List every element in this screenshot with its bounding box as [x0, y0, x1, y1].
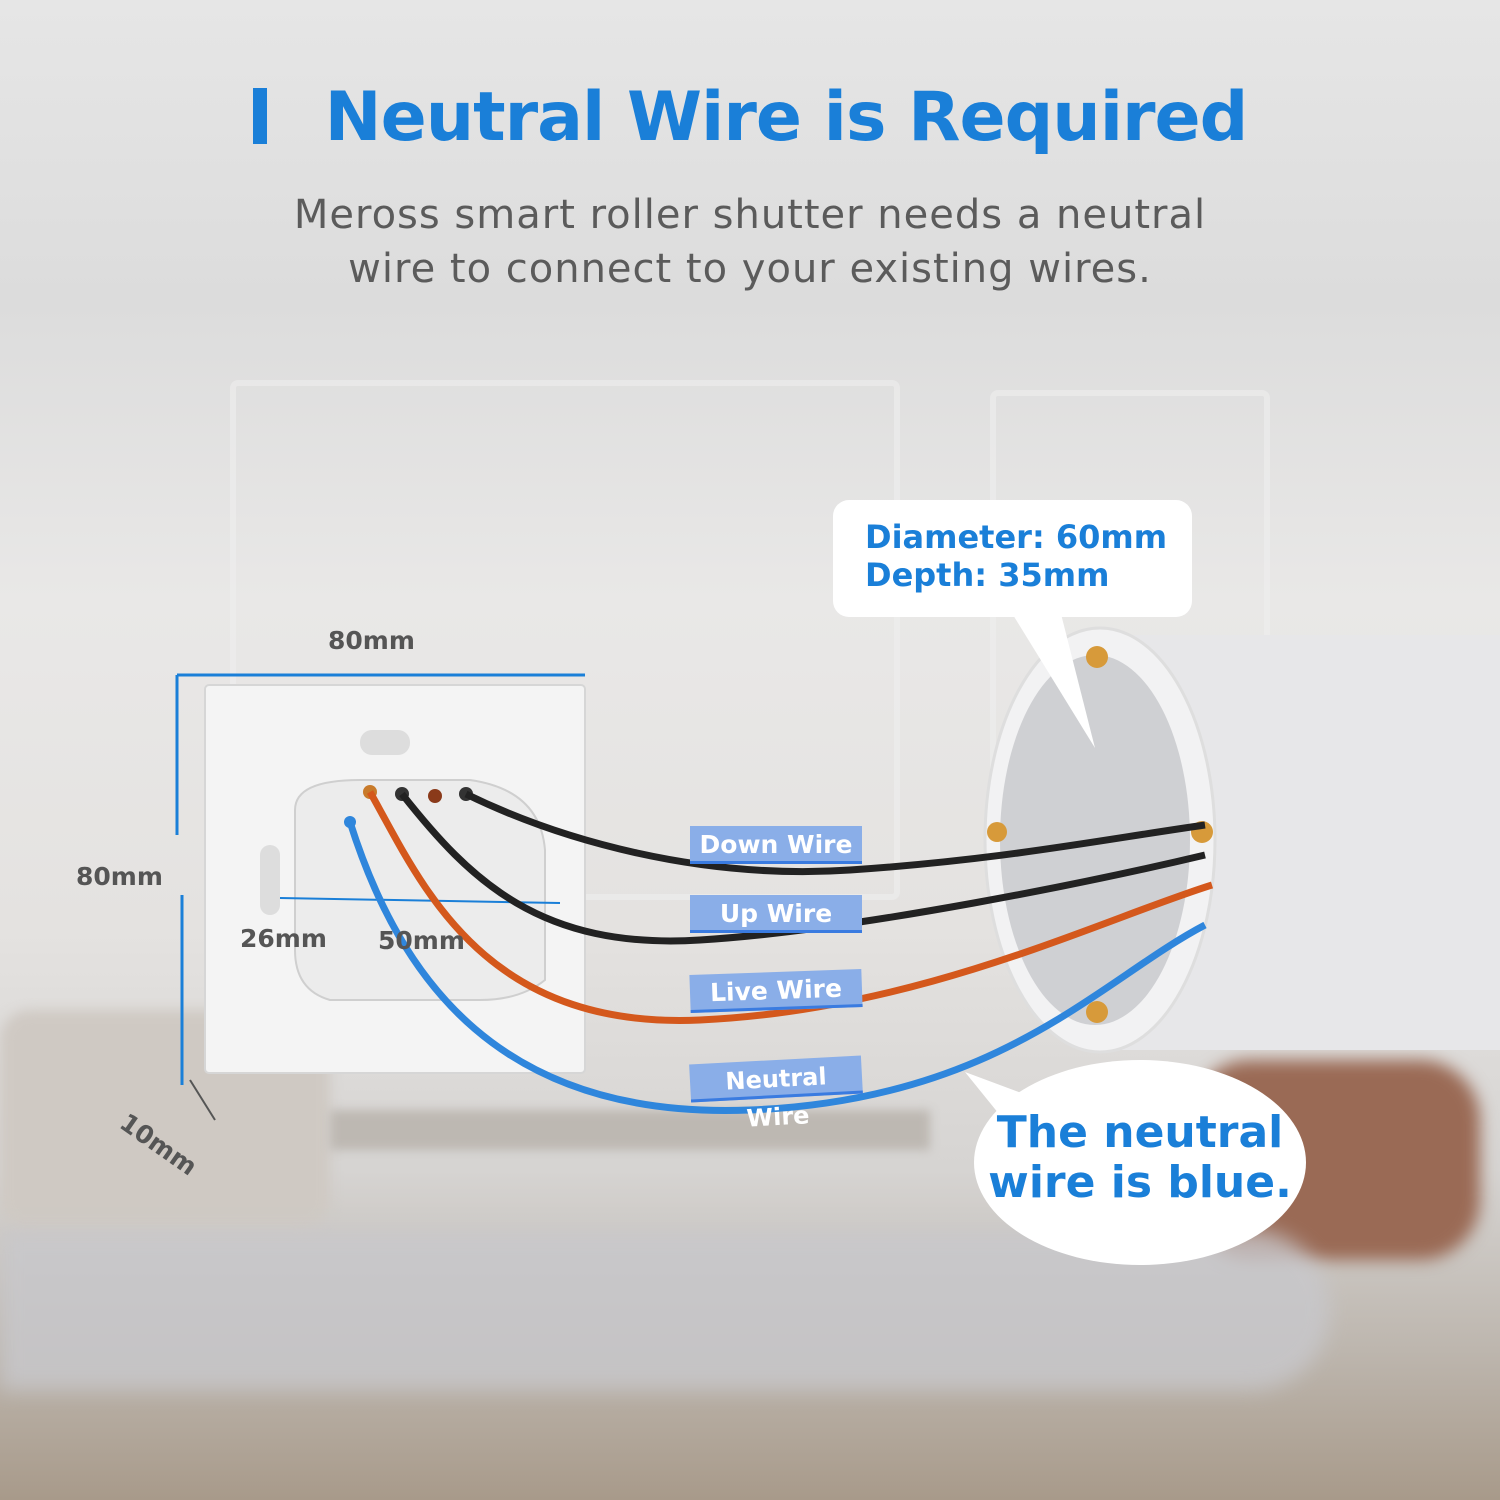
- mount-slot: [360, 730, 410, 755]
- box-callout-pointer: [1010, 610, 1095, 748]
- title-bar-icon: [252, 88, 267, 144]
- title-text: Neutral Wire is Required: [324, 78, 1249, 157]
- neutral-callout: The neutral wire is blue.: [974, 1060, 1306, 1265]
- page-title: Neutral Wire is Required: [0, 78, 1500, 157]
- box-size-callout: Diameter: 60mm Depth: 35mm: [833, 500, 1192, 617]
- background-table: [330, 1110, 930, 1150]
- inner-dimension-b: 50mm: [378, 926, 465, 955]
- subtitle-line-1: Meross smart roller shutter needs a neut…: [293, 192, 1207, 238]
- neutral-callout-line-1: The neutral: [996, 1107, 1284, 1158]
- live-wire: [366, 790, 1214, 1024]
- height-dimension: 80mm: [76, 862, 163, 891]
- dimension-lines: [175, 673, 585, 1085]
- wire-label-down: Down Wire: [690, 826, 862, 864]
- neutral-callout-line-2: wire is blue.: [988, 1157, 1292, 1208]
- inner-dimension-a: 26mm: [240, 924, 327, 953]
- neutral-wire: [346, 820, 1207, 1114]
- up-wire: [399, 791, 1206, 945]
- box-depth: Depth: 35mm: [865, 556, 1110, 594]
- depth-line: [189, 1079, 216, 1121]
- down-wire: [464, 790, 1206, 876]
- mount-slot: [260, 845, 280, 915]
- subtitle-line-2: wire to connect to your existing wires.: [348, 246, 1152, 292]
- width-dimension: 80mm: [328, 626, 415, 655]
- box-diameter: Diameter: 60mm: [865, 518, 1168, 556]
- wire-label-live: Live Wire: [689, 969, 863, 1013]
- wire-label-up: Up Wire: [690, 895, 862, 933]
